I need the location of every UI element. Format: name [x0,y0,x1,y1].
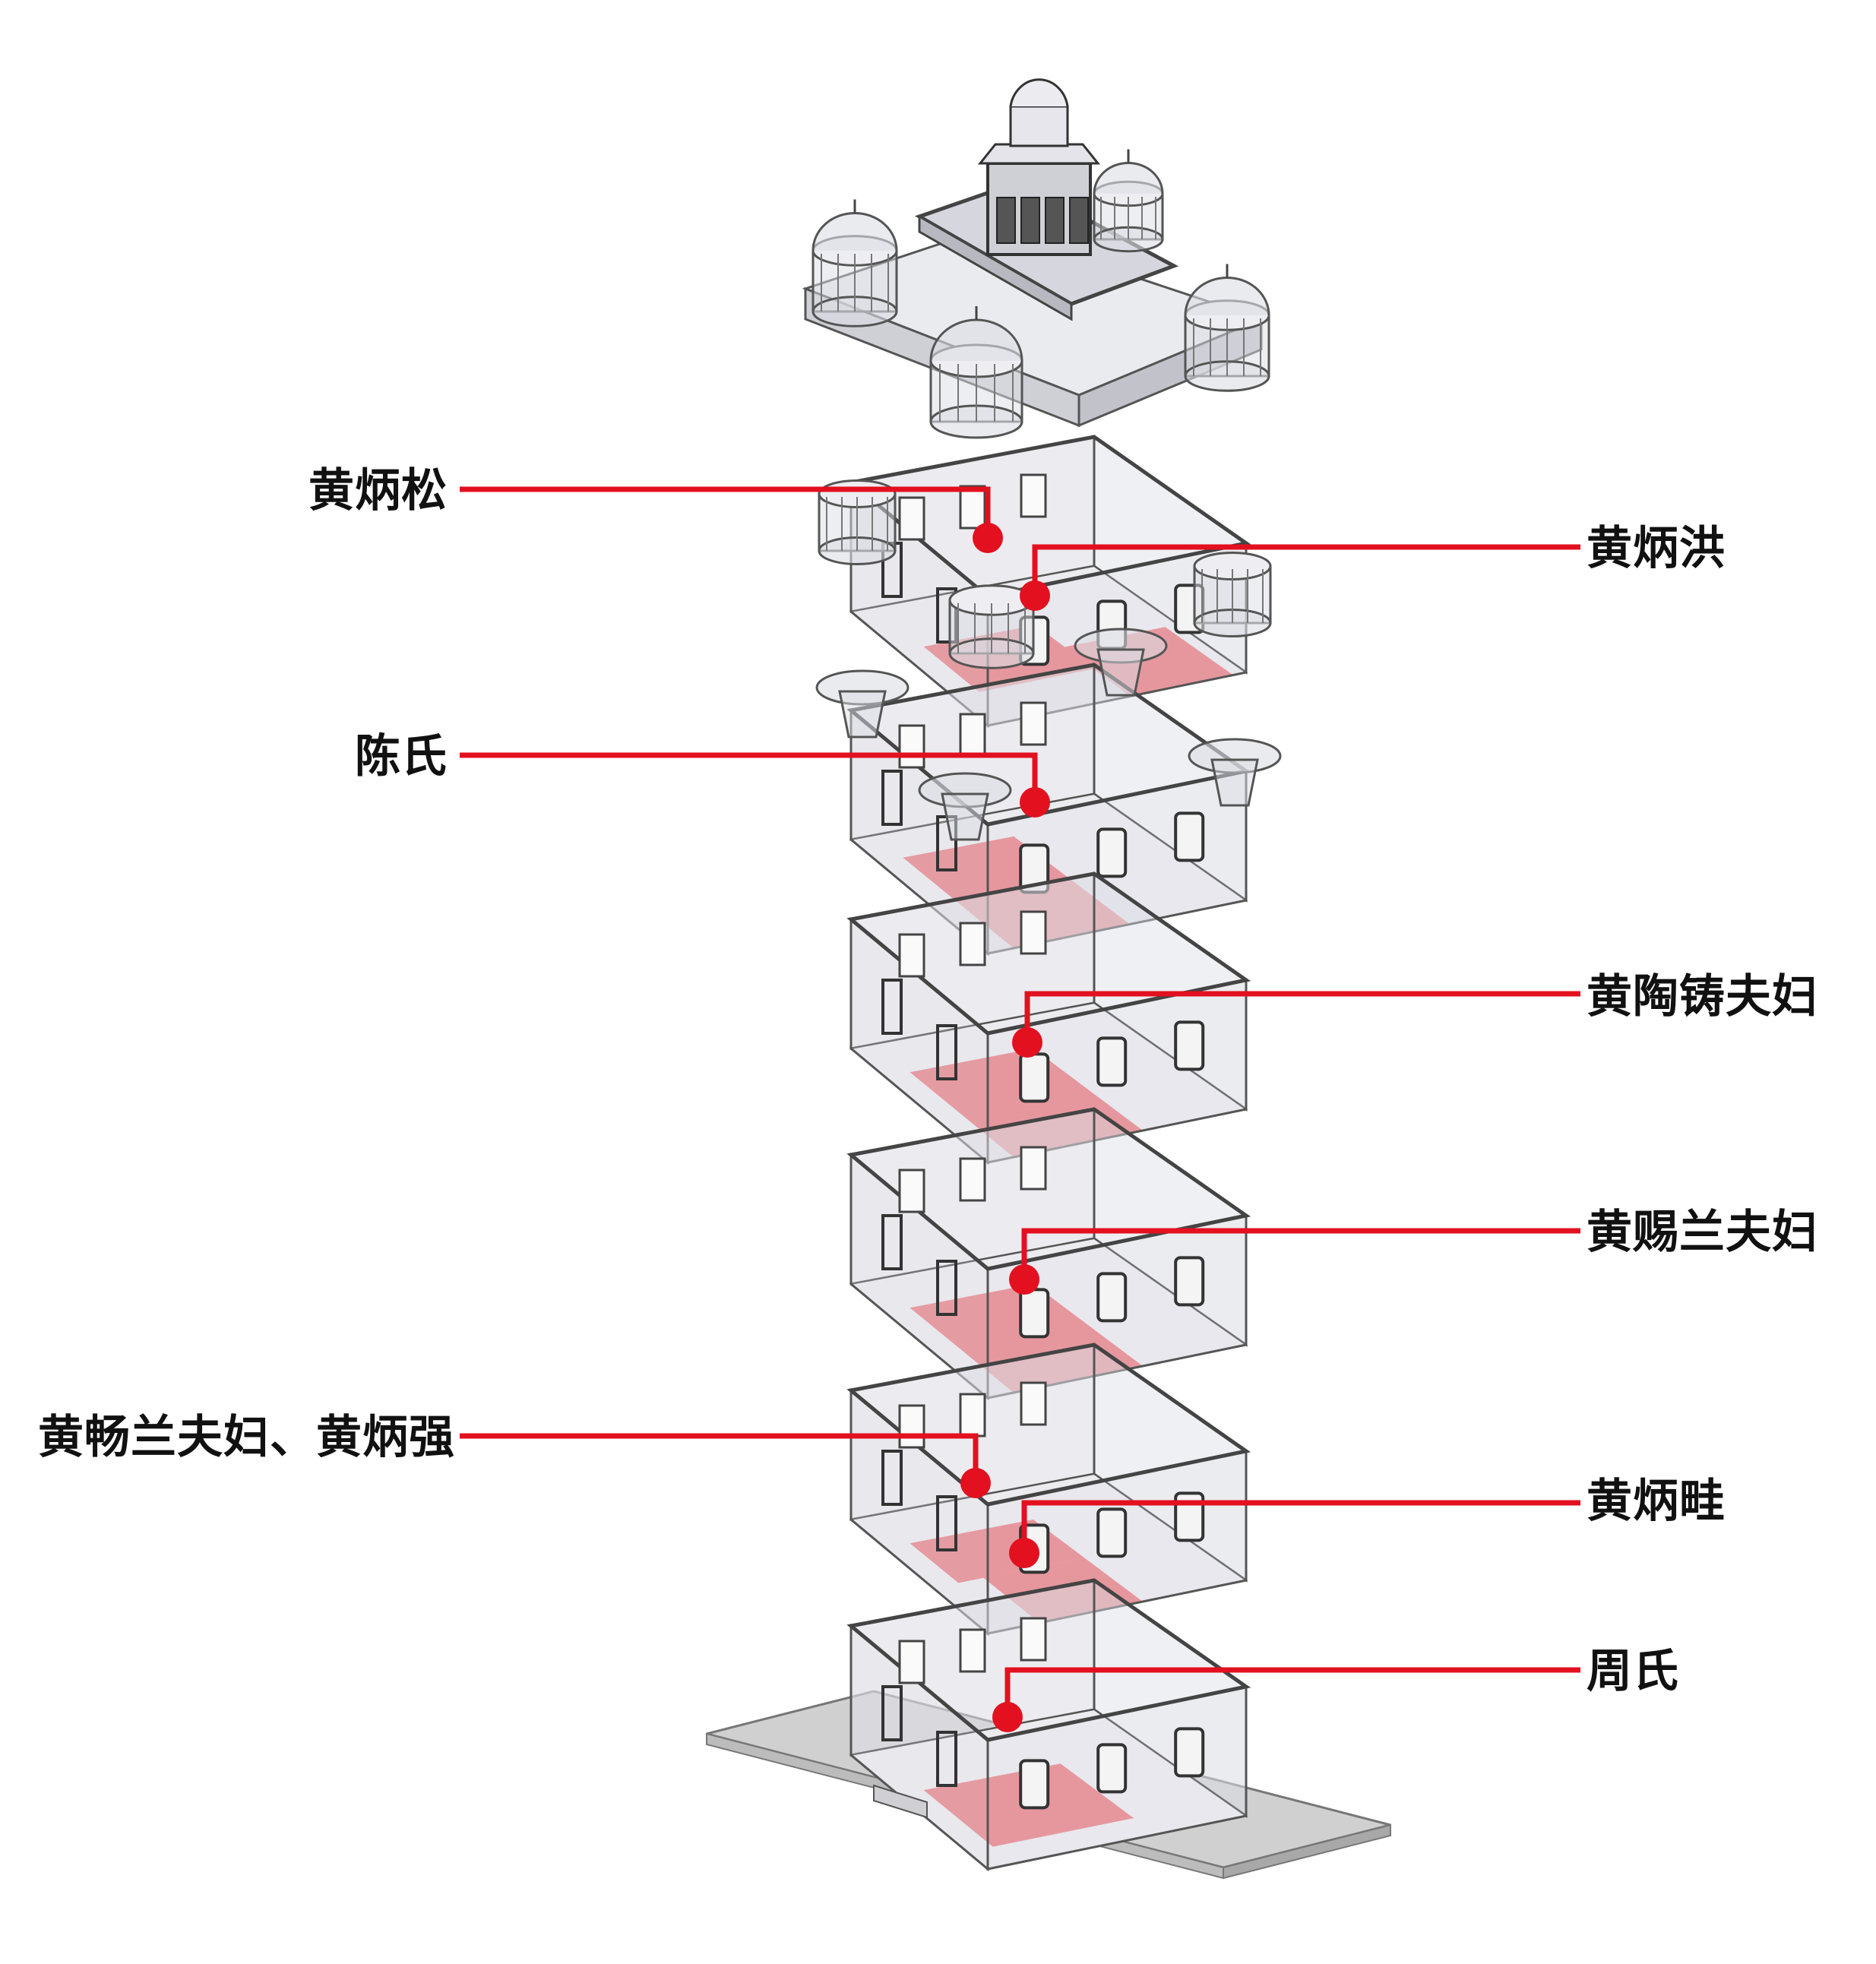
floor-1 [846,1578,1251,1872]
lantern-drum [1009,105,1069,147]
roof-turret-back-dome [1093,162,1164,195]
f5-cone-body-3 [941,792,989,841]
lantern-window-2 [1045,197,1065,244]
f5-cone-body-2 [1210,758,1259,807]
floor-5-side-window-0 [881,770,903,826]
floor-5-back-window-1 [959,713,986,757]
floor-6-back-window-2 [1020,473,1047,518]
floor-1-back-window-0 [898,1640,925,1684]
label-huang-changlan-bingqiang: 黄畅兰夫妇、黄炳强 [38,1411,455,1464]
floor-6-back-window-1 [959,485,986,530]
floor-4-back-window-2 [1020,910,1047,955]
callout-huang-bingsong-line [460,486,991,538]
floor-3-front-window-2 [1174,1256,1205,1307]
floor-3-front-window-0 [1019,1288,1050,1339]
floor-4-front-window-0 [1019,1052,1050,1103]
floor-3-back-window-2 [1020,1146,1047,1191]
ground-edge-right [1223,1823,1391,1880]
floor-4-back-window-0 [898,933,925,978]
lantern-window-3 [1069,197,1089,244]
floor-3-side-window-1 [936,1260,957,1316]
roof-level [802,78,1270,439]
callout-chen-shi-line [460,752,1038,802]
floor-6-top-rim [846,435,1251,599]
label-huang-taozhu-couple: 黄陶铸夫妇 [1587,970,1818,1023]
callout-huang-changlan-line [460,1433,979,1483]
roof-turret-right-dome [1184,277,1270,316]
floor-5-back-window-0 [898,724,925,769]
entrance-steps [873,1784,928,1819]
label-huang-binggui: 黄炳畦 [1587,1475,1726,1528]
callout-zhou-shi-line [1004,1667,1580,1717]
floor-1-side-window-0 [881,1685,903,1741]
floor-1-back-window-1 [959,1628,986,1673]
floor-4-side-window-1 [936,1024,957,1080]
lantern-cornice [977,143,1101,165]
lantern-window-1 [1020,197,1040,244]
floor-5-back-window-2 [1020,701,1047,746]
callout-huang-binggui-line [1021,1500,1580,1553]
floor-3-back-window-0 [898,1169,925,1213]
floor-2-side-window-0 [881,1450,903,1506]
floor-2-back-window-2 [1020,1381,1047,1426]
label-chen-shi: 陈氏 [355,730,448,783]
floor-3-top-rim [846,1107,1251,1271]
floor-3-side-window-0 [881,1214,903,1270]
floor-3-back-window-1 [959,1157,986,1202]
floor-2-back-window-0 [898,1404,925,1449]
floor-4-side-window-0 [881,979,903,1035]
floor-2-side-window-1 [936,1495,957,1551]
floor-4-front-window-1 [1096,1036,1128,1087]
floor-6 [818,435,1272,729]
roof-turret-left-dome [811,212,898,251]
callout-huang-bingsong-dot [973,523,1003,553]
floor-1-front-window-1 [1096,1743,1128,1794]
floor-4-back-window-1 [959,922,986,966]
callout-huang-binggui-dot [1009,1538,1039,1568]
callout-lines [460,486,1580,1732]
floor-2-back-window-1 [959,1393,986,1437]
label-zhou-shi: 周氏 [1587,1645,1679,1698]
floor-2-top-rim [846,1343,1251,1507]
floor-2-front-window-1 [1096,1507,1128,1558]
floor-1-front-window-0 [1019,1759,1050,1810]
callout-huang-cilan-line [1021,1228,1580,1279]
callout-chen-shi-dot [1020,787,1050,818]
callout-huang-taozhu-line [1024,991,1580,1042]
f5-cone-body-0 [838,690,887,738]
label-huang-cilan-couple: 黄赐兰夫妇 [1587,1206,1818,1259]
floor-1-front-window-2 [1174,1727,1205,1778]
callout-huang-cilan-dot [1009,1264,1039,1295]
floor-4-front-window-2 [1174,1020,1205,1071]
lantern-dome [1009,78,1069,107]
f5-cone-body-1 [1096,648,1145,697]
floor-4-top-rim [846,871,1251,1036]
floor-5-front-window-2 [1174,811,1205,862]
label-huang-bingsong: 黄炳松 [308,464,448,517]
floor-1-top-rim [846,1578,1251,1742]
callout-huang-binghong-dot [1020,580,1050,611]
floor-1-side-window-1 [936,1731,957,1787]
callout-huang-taozhu-dot [1012,1027,1042,1058]
roof-pavilion-edge [918,214,1073,321]
floor-3-front-window-1 [1096,1272,1128,1323]
floor-5-front-window-1 [1096,827,1128,878]
label-huang-binghong: 黄炳洪 [1587,522,1726,575]
floor-6-back-window-0 [898,496,925,541]
lantern-window-0 [996,197,1016,244]
floor-1-back-window-2 [1020,1617,1047,1662]
floor-3 [846,1107,1251,1401]
callout-huang-binghong-line [1032,544,1580,596]
callout-zhou-shi-dot [992,1702,1023,1732]
callout-huang-changlan-dot [960,1468,991,1498]
